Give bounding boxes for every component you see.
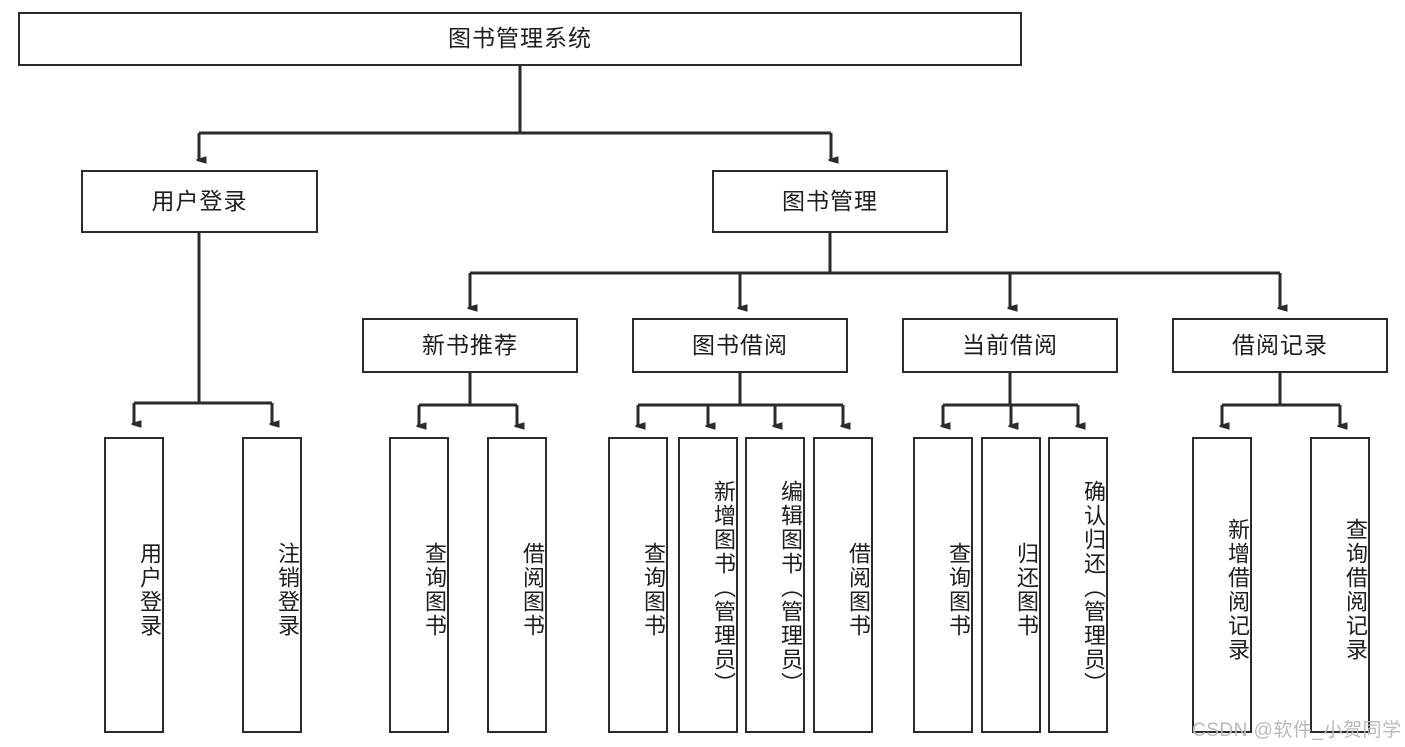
leaf-add-book-label: 新增图书（管理员）: [711, 480, 736, 696]
leaf-query-book-borrow[interactable]: 查询图书: [608, 437, 668, 733]
leaf-query-book-rec[interactable]: 查询图书: [389, 437, 449, 733]
node-book-borrow[interactable]: 图书借阅: [632, 318, 848, 373]
node-current-borrow[interactable]: 当前借阅: [902, 318, 1118, 373]
leaf-edit-book-label: 编辑图书（管理员）: [778, 480, 803, 696]
leaf-user-login[interactable]: 用户登录: [104, 437, 164, 733]
node-new-book-rec-label: 新书推荐: [422, 331, 518, 358]
leaf-add-book[interactable]: 新增图书（管理员）: [678, 437, 738, 733]
node-book-manage[interactable]: 图书管理: [712, 170, 948, 233]
leaf-return-book-label: 归还图书: [1014, 542, 1039, 638]
node-new-book-rec[interactable]: 新书推荐: [362, 318, 578, 373]
leaf-add-record[interactable]: 新增借阅记录: [1192, 437, 1252, 733]
leaf-query-book-rec-label: 查询图书: [422, 542, 447, 638]
leaf-query-record[interactable]: 查询借阅记录: [1310, 437, 1370, 733]
node-root-label: 图书管理系统: [448, 25, 592, 52]
leaf-edit-book[interactable]: 编辑图书（管理员）: [745, 437, 805, 733]
leaf-return-book[interactable]: 归还图书: [981, 437, 1041, 733]
node-borrow-record-label: 借阅记录: [1232, 331, 1328, 358]
leaf-confirm-return-label: 确认归还（管理员）: [1081, 480, 1106, 696]
leaf-query-book-borrow-label: 查询图书: [641, 542, 666, 638]
leaf-query-book-current-label: 查询图书: [946, 542, 971, 638]
leaf-query-record-label: 查询借阅记录: [1343, 518, 1368, 662]
leaf-borrow-book-label: 借阅图书: [846, 542, 871, 638]
leaf-query-book-current[interactable]: 查询图书: [913, 437, 973, 733]
leaf-borrow-book-rec-label: 借阅图书: [520, 542, 545, 638]
watermark: CSDN @软件_小贺同学: [1192, 720, 1402, 741]
leaf-borrow-book[interactable]: 借阅图书: [813, 437, 873, 733]
leaf-confirm-return[interactable]: 确认归还（管理员）: [1048, 437, 1108, 733]
leaf-logout[interactable]: 注销登录: [242, 437, 302, 733]
node-current-borrow-label: 当前借阅: [962, 331, 1058, 358]
node-root[interactable]: 图书管理系统: [18, 12, 1022, 66]
node-user-login[interactable]: 用户登录: [81, 170, 318, 233]
node-borrow-record[interactable]: 借阅记录: [1172, 318, 1388, 373]
node-user-login-label: 用户登录: [151, 187, 248, 214]
leaf-logout-label: 注销登录: [275, 542, 300, 638]
node-book-manage-label: 图书管理: [782, 187, 878, 214]
node-book-borrow-label: 图书借阅: [692, 331, 788, 358]
leaf-add-record-label: 新增借阅记录: [1225, 518, 1250, 662]
leaf-borrow-book-rec[interactable]: 借阅图书: [487, 437, 547, 733]
leaf-user-login-label: 用户登录: [137, 542, 162, 638]
